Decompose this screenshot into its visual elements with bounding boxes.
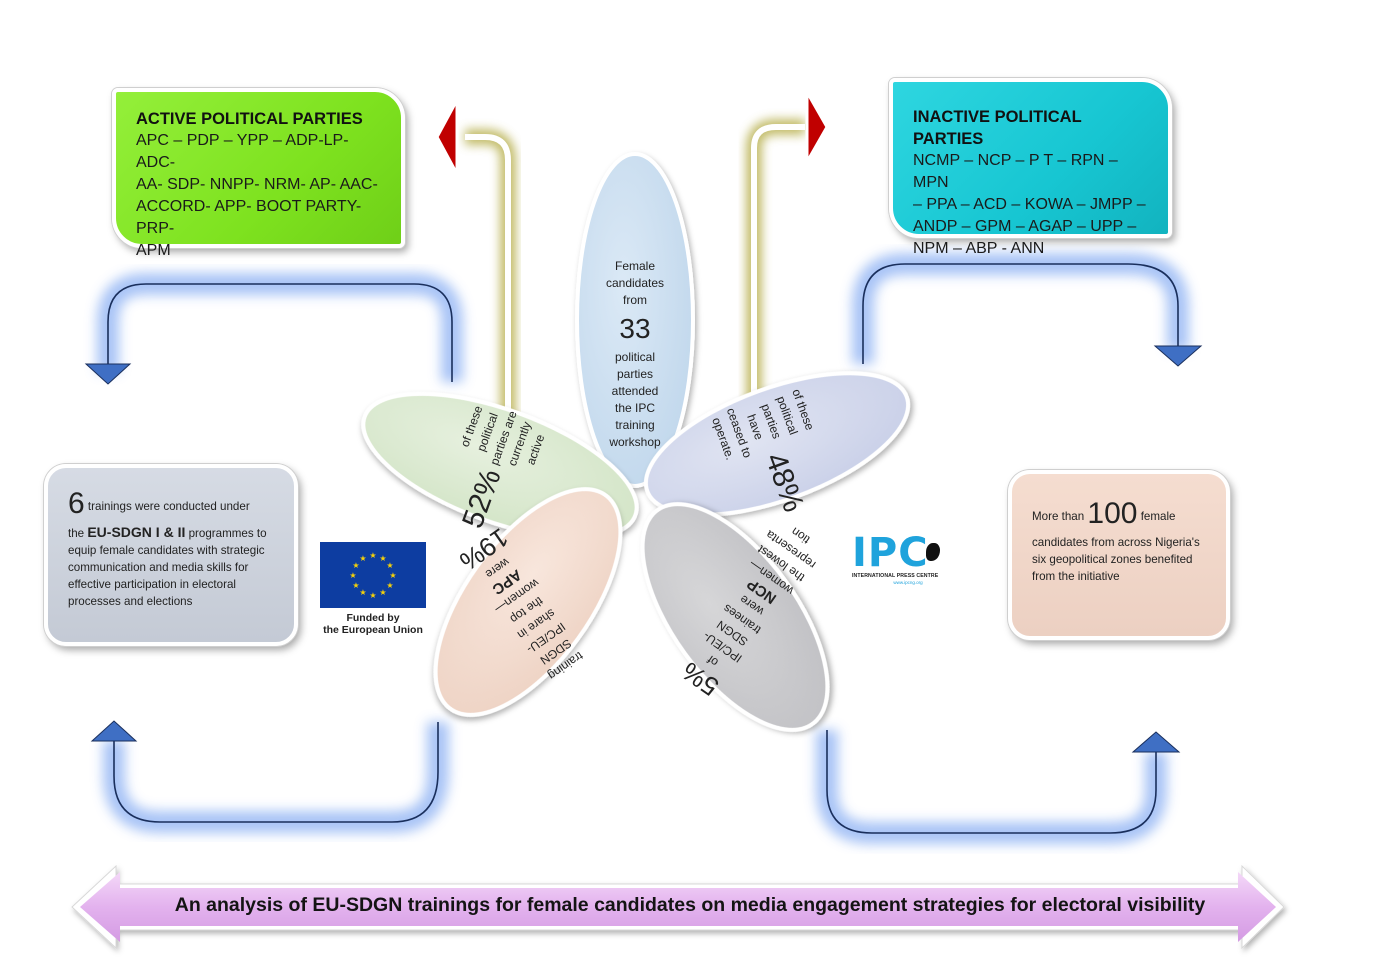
- active-parties-title: ACTIVE POLITICAL PARTIES: [136, 110, 363, 128]
- bent-arrow-right-up: [746, 86, 829, 418]
- petal-center-text: Female candidates from 33 political part…: [585, 258, 685, 451]
- beneficiaries-count: 100: [1087, 497, 1138, 530]
- inactive-parties-box: INACTIVE POLITICAL PARTIES NCMP – NCP – …: [889, 78, 1172, 257]
- active-parties-box: ACTIVE POLITICAL PARTIES APC – PDP – YPP…: [112, 88, 405, 259]
- svg-text:★: ★: [379, 554, 386, 563]
- svg-text:★: ★: [352, 581, 359, 590]
- active-parties-line: AA- SDP- NNPP- NRM- AP- AAC-: [136, 176, 378, 193]
- trainings-line: communication and media skills for: [68, 561, 249, 574]
- trainings-line: trainings were conducted under: [87, 500, 250, 513]
- curved-arrow-bottom-right: [816, 730, 1181, 844]
- active-parties-line: APC – PDP – YPP – ADP-LP- ADC-: [136, 132, 349, 171]
- active-parties-line: ACCORD- APP- BOOT PARTY- PRP-: [136, 198, 362, 237]
- page-title: An analysis of EU-SDGN trainings for fem…: [174, 894, 1206, 916]
- beneficiaries-box: More than 100 female candidates from acr…: [1008, 470, 1230, 640]
- petal-center-line: parties: [616, 367, 654, 381]
- programme-name: EU-SDGN I & II: [87, 524, 186, 540]
- svg-text:★: ★: [389, 571, 396, 580]
- ipc-logo: IPC INTERNATIONAL PRESS CENTRE www.ipcng…: [852, 530, 964, 585]
- petal-center-line: the IPC: [614, 401, 656, 415]
- inactive-parties-line: NPM – ABP - ANN: [913, 240, 1045, 257]
- curved-arrow-bottom-left: [90, 720, 449, 833]
- beneficiaries-line: candidates from across Nigeria's: [1032, 536, 1200, 549]
- inactive-parties-title: INACTIVE POLITICAL PARTIES: [913, 108, 1082, 148]
- petal-ncp: [640, 502, 830, 732]
- svg-text:★: ★: [369, 591, 376, 600]
- petal-center-line: Female: [614, 259, 655, 273]
- inactive-parties-line: – PPA – ACD – KOWA – JMPP –: [913, 196, 1146, 213]
- ipc-logo-name: INTERNATIONAL PRESS CENTRE: [852, 573, 939, 579]
- petal-center-number: 33: [619, 313, 651, 344]
- curved-arrow-top-left: [84, 273, 463, 385]
- svg-text:★: ★: [359, 588, 366, 597]
- petal-center-line: attended: [611, 384, 659, 398]
- beneficiaries-line: six geopolitical zones benefited: [1032, 553, 1193, 566]
- petal-apc: [433, 487, 623, 717]
- petal-center-line: candidates: [605, 276, 665, 290]
- eu-caption: Funded by the European Union: [323, 612, 423, 636]
- svg-text:★: ★: [349, 571, 356, 580]
- eu-stars: ★★★ ★★★ ★★★ ★★★: [349, 551, 396, 600]
- inactive-parties-line: ANDP – GPM – AGAP – UPP –: [913, 218, 1137, 235]
- petal-center: [575, 152, 695, 488]
- svg-text:★: ★: [379, 588, 386, 597]
- ipc-logo-url: www.ipcng.org: [893, 580, 923, 585]
- bent-arrow-left-up: [435, 99, 516, 420]
- svg-text:★: ★: [386, 561, 393, 570]
- petal-center-line: training: [615, 418, 655, 432]
- eu-flag-icon: ★★★ ★★★ ★★★ ★★★: [320, 542, 426, 608]
- africa-map-icon: [926, 543, 940, 561]
- trainings-line: effective participation in electoral: [68, 578, 236, 591]
- svg-text:★: ★: [369, 551, 376, 560]
- inactive-parties-line: NCMP – NCP – P T – RPN – MPN: [913, 152, 1118, 191]
- trainings-box: 6 trainings were conducted under the EU-…: [44, 464, 298, 646]
- active-parties-line: APM: [136, 242, 171, 259]
- petal-center-line: from: [623, 293, 647, 307]
- petal-center-line: workshop: [609, 435, 661, 449]
- svg-text:★: ★: [359, 554, 366, 563]
- trainings-count: 6: [68, 487, 85, 520]
- ipc-logo-letters: IPC: [852, 530, 929, 576]
- beneficiaries-line: from the initiative: [1032, 570, 1120, 583]
- petal-center-line: political: [614, 350, 656, 364]
- curved-arrow-top-right: [852, 253, 1203, 367]
- petal-inactive: [643, 371, 911, 517]
- title-banner: [71, 864, 1285, 950]
- trainings-line: equip female candidates with strategic: [68, 544, 265, 557]
- svg-text:★: ★: [352, 561, 359, 570]
- trainings-line: processes and elections: [68, 595, 193, 608]
- svg-text:★: ★: [386, 581, 393, 590]
